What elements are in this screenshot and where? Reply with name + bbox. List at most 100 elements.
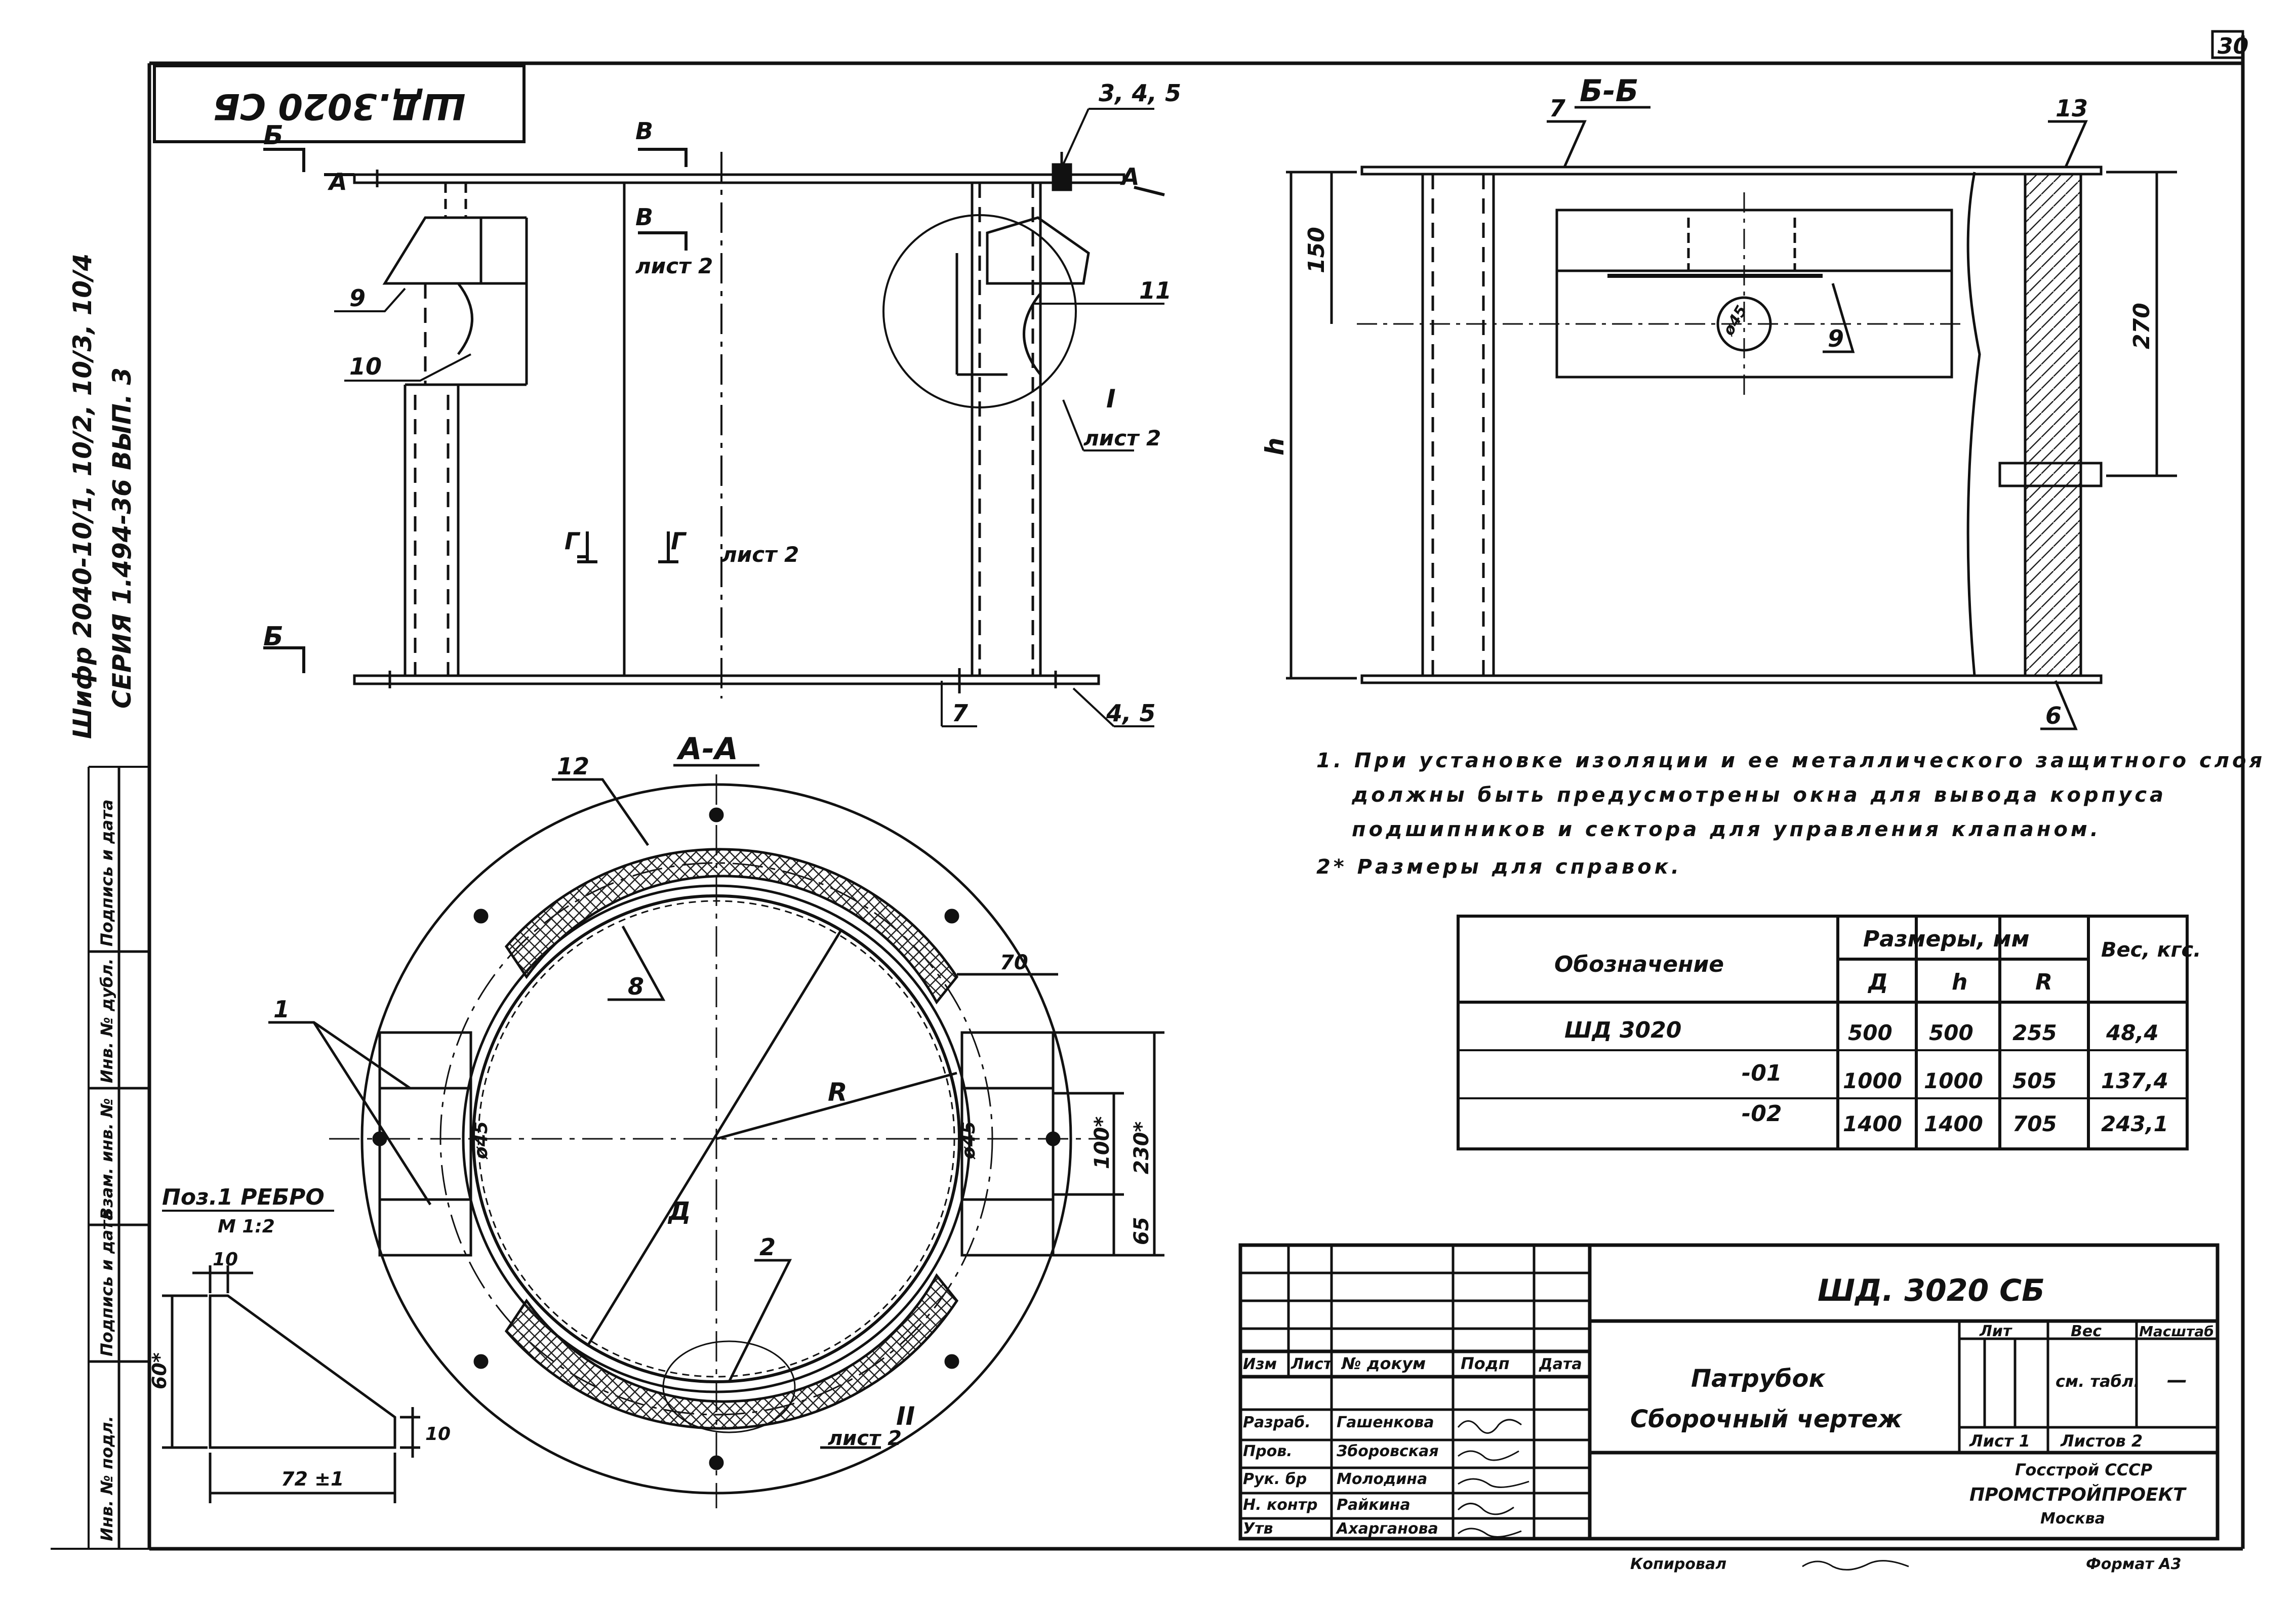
label-sheet2-a: лист 2 [635,254,713,278]
bb-dim-150: 150 [1304,227,1330,273]
tb-lit: Лит [1979,1323,2012,1340]
sheet-frame [51,35,2245,1551]
series-text: СЕРИЯ 1.494-36 ВЫП. 3 [107,367,137,709]
bb-label-p7: 7 [1549,95,1565,122]
pos1-dim-60: 60* [148,1352,171,1389]
table-row: -02 1400 1400 705 243,1 [1742,1101,2168,1136]
pos1-dim-72: 72 ±1 [281,1468,344,1490]
tb-person: Ахарганова [1336,1520,1438,1538]
pos1-dim-10-right: 10 [425,1424,451,1445]
table-col-weight: Вес, кгс. [2101,938,2201,962]
bb-dim-h: h [1260,437,1290,456]
aa-sheet2: лист 2 [828,1427,902,1450]
tb-col-izm: Изм [1243,1355,1277,1373]
aa-label-p1: 1 [273,996,290,1023]
left-approval-strip [89,767,149,1549]
tb-name-2: Сборочный чертеж [1630,1405,1903,1433]
aa-label-p12: 12 [557,753,589,780]
tb-org-3: Москва [2040,1510,2105,1528]
aa-dim-65: 65 [1130,1217,1153,1245]
label-g-left: Г [565,527,581,555]
row-r: 505 [2012,1068,2057,1093]
tb-col-date: Дата [1539,1355,1582,1373]
row-d: 500 [1848,1020,1892,1045]
tb-role: Пров. [1243,1442,1293,1460]
label-b-top: Б [263,120,284,151]
tb-col-list: Лист [1291,1355,1333,1373]
page-number: 30 [2218,33,2248,59]
strip-label-2: Подпись и дата [97,1209,116,1356]
signatures [1457,1419,1529,1538]
row-d: 1000 [1843,1068,1902,1093]
tb-person: Гашенкова [1337,1414,1434,1431]
table-col-designation: Обозначение [1554,952,1724,977]
label-roman-i: I [1106,384,1116,414]
table-col-r: R [2035,969,2052,995]
row-w: 48,4 [2106,1020,2159,1045]
note-line-4: 2* Размеры для справок. [1316,855,1682,879]
tb-weight-val: см. табл. [2056,1372,2140,1391]
table-col-d: Д [1867,969,1888,995]
label-p11: 11 [1139,277,1172,304]
code-stamp-box [153,64,526,143]
tb-code: ШД. 3020 СБ [1818,1273,2045,1308]
bb-label-p6: 6 [2045,702,2062,729]
strip-label-1: Инв. № подл. [97,1416,116,1541]
section-bb-title: Б-Б [1580,73,1638,109]
pos1-scale: М 1:2 [218,1216,275,1237]
section-markers-front [263,148,1165,673]
label-p9: 9 [349,284,366,312]
table-row: ШД 3020 500 500 255 48,4 [1564,1017,2159,1045]
tb-person: Зборовская [1336,1442,1439,1460]
tb-person: Райкина [1337,1496,1411,1514]
row-name: -01 [1742,1060,1782,1086]
note-line-1: 1. При установке изоляции и ее металличе… [1316,749,2266,772]
tb-sheets: Листов 2 [2060,1431,2143,1451]
row-w: 243,1 [2101,1111,2168,1136]
tb-org-2: ПРОМСТРОЙПРОЕКТ [1969,1484,2187,1505]
label-b-bottom: Б [263,622,284,652]
row-w: 137,4 [2101,1068,2168,1093]
tb-org-1: Госстрой СССР [2015,1460,2153,1479]
tb-name-1: Патрубок [1691,1365,1826,1393]
tb-weight: Вес [2071,1323,2102,1340]
footer-copied: Копировал [1630,1555,1726,1573]
section-aa-title: А-А [676,731,738,767]
section-aa-drawing [268,774,1164,1508]
row-name: -02 [1742,1101,1782,1127]
row-r: 705 [2012,1111,2057,1136]
table-row: -01 1000 1000 505 137,4 [1742,1060,2168,1093]
tb-person: Молодина [1337,1470,1427,1488]
aa-dim-45a: ø45 [471,1121,492,1160]
aa-label-D: Д [667,1197,691,1226]
section-bb-drawing [1286,120,2177,730]
code-stamp: ШД.3020 СБ [213,86,465,127]
cipher-text: Шифр 2040-10/1, 10/2, 10/3, 10/4 [68,254,97,739]
tb-col-sign: Подп [1461,1354,1510,1373]
strip-label-3: Взам. инв. № [97,1098,116,1220]
footer-format: Формат А3 [2086,1555,2182,1573]
note-line-2: должны быть предусмотрены окна для вывод… [1352,784,2167,807]
tb-role: Утв [1243,1520,1273,1538]
pos1-drawing [162,1265,420,1503]
tb-scale-val: — [2167,1369,2187,1392]
row-d: 1400 [1843,1111,1902,1136]
title-block-grid [1238,1243,2220,1541]
aa-dim-230: 230* [1130,1122,1153,1174]
footer-copied-signature [1802,1560,1909,1571]
row-r: 255 [2012,1020,2057,1045]
aa-label-p8: 8 [628,973,644,1000]
label-p10: 10 [349,353,382,380]
label-p45: 4, 5 [1106,699,1156,727]
tb-role: Рук. бр [1243,1470,1307,1488]
row-h: 1400 [1924,1111,1983,1136]
aa-dim-100: 100* [1091,1117,1114,1169]
tb-role: Разраб. [1243,1414,1311,1431]
strip-label-4: Инв. № дубл. [97,958,116,1083]
label-p345: 3, 4, 5 [1099,79,1181,107]
label-a-right: А [1120,163,1140,190]
aa-dim-70: 70 [1000,951,1028,974]
label-sheet2-i: лист 2 [1083,426,1161,450]
label-v-mid: В [635,203,653,231]
